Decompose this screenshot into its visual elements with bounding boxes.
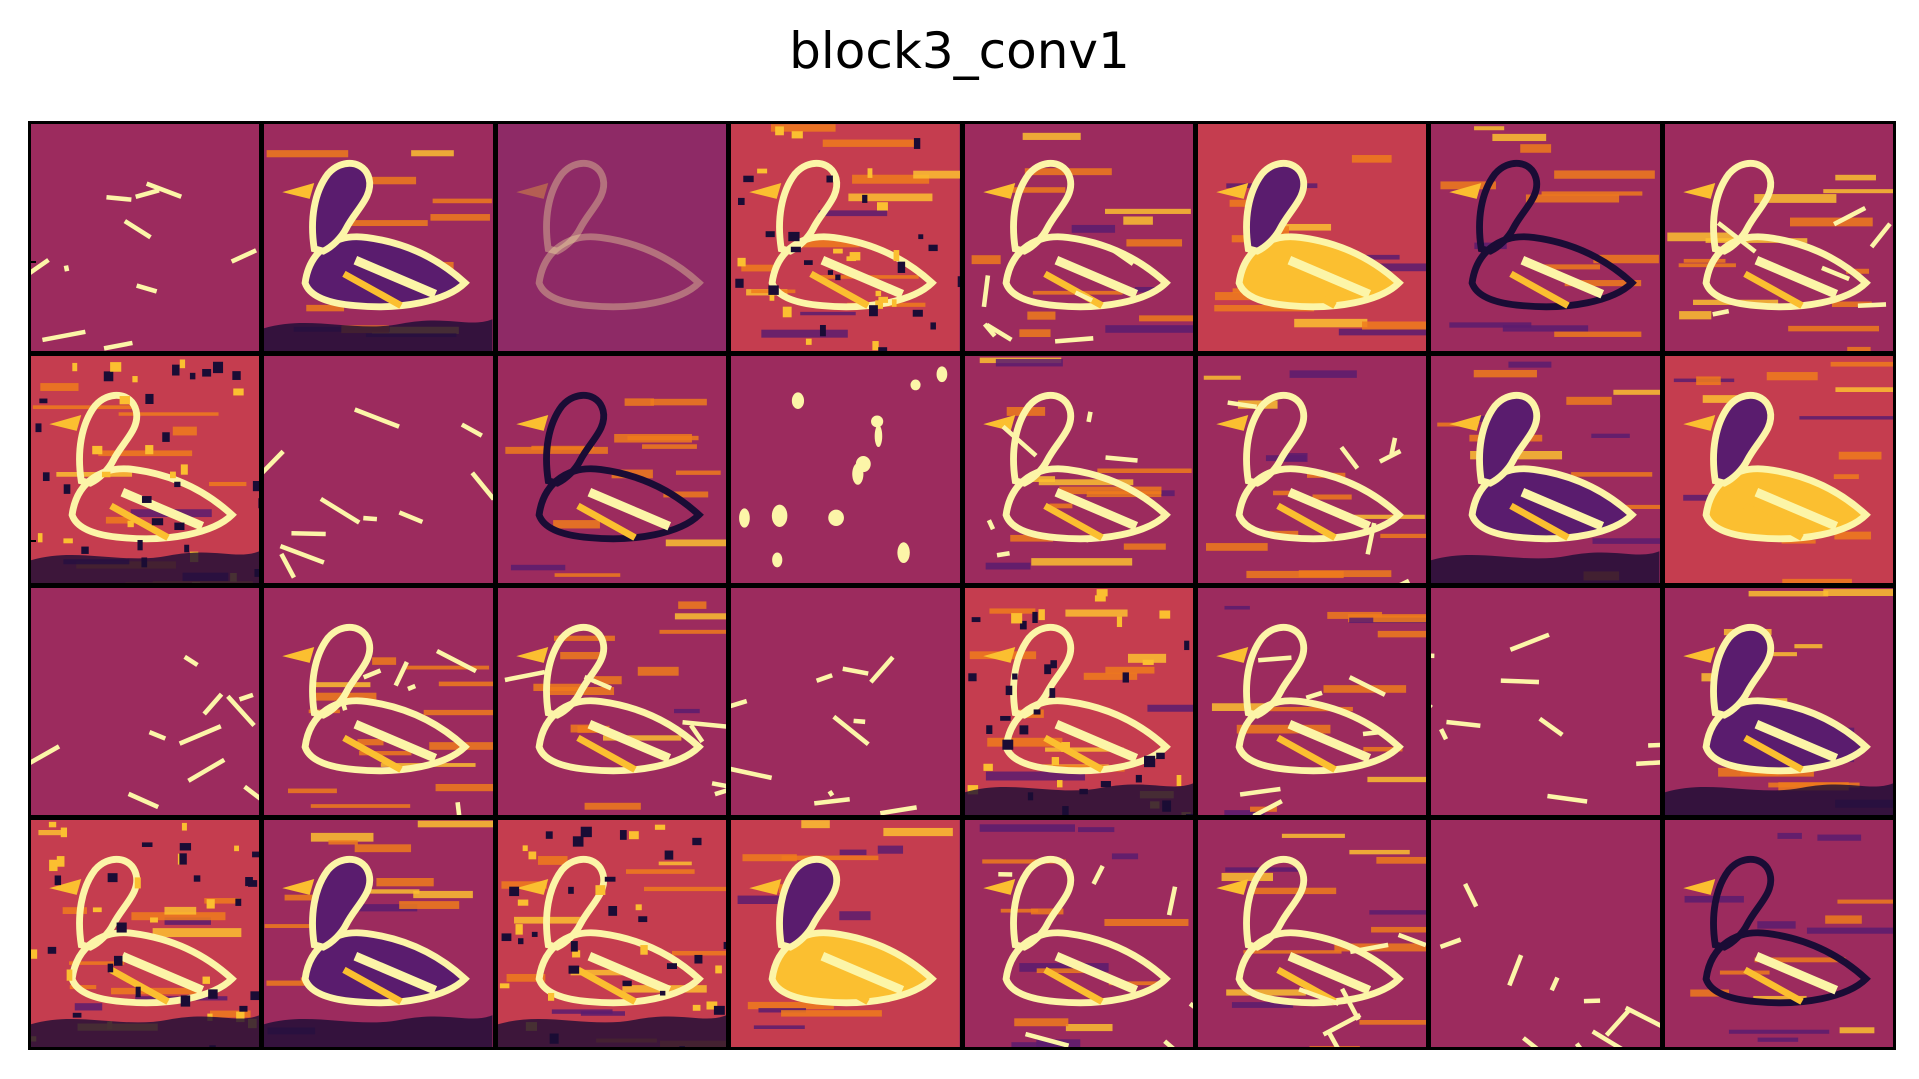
feature-map-tile — [264, 820, 493, 1047]
feature-map-tile — [1664, 820, 1893, 1047]
axis-tick — [28, 817, 36, 819]
figure-title: block3_conv1 — [789, 22, 1130, 80]
feature-map-tile — [1664, 588, 1893, 815]
feature-map-tile — [964, 124, 1193, 351]
feature-map-tile — [1431, 124, 1660, 351]
feature-map-tile — [497, 588, 727, 815]
feature-map-grid — [28, 121, 1896, 1050]
feature-map-tile — [31, 820, 260, 1047]
feature-map-tile — [1197, 356, 1427, 583]
feature-map-tile — [264, 356, 493, 583]
feature-map-tile — [731, 124, 960, 351]
feature-map-tile — [497, 124, 727, 351]
feature-map-tile — [31, 356, 260, 583]
feature-map-tile — [1664, 124, 1893, 351]
feature-map-tile — [1197, 124, 1427, 351]
feature-map-tile — [964, 356, 1193, 583]
feature-map-tile — [264, 124, 493, 351]
feature-map-tile — [1197, 820, 1427, 1047]
feature-map-tile — [1431, 820, 1660, 1047]
feature-map-tile — [497, 356, 727, 583]
feature-map-tile — [31, 588, 260, 815]
feature-map-tile — [1431, 588, 1660, 815]
feature-map-tile — [31, 124, 260, 351]
feature-map-tile — [264, 588, 493, 815]
feature-map-tile — [1197, 588, 1427, 815]
feature-map-tile — [964, 588, 1193, 815]
feature-map-tile — [1431, 356, 1660, 583]
feature-map-tile — [497, 820, 727, 1047]
feature-map-tile — [731, 588, 960, 815]
feature-map-tile — [731, 820, 960, 1047]
axis-tick — [28, 540, 36, 542]
feature-map-tile — [964, 820, 1193, 1047]
feature-map-tile — [1664, 356, 1893, 583]
feature-map-tile — [731, 356, 960, 583]
axis-tick — [28, 261, 36, 263]
